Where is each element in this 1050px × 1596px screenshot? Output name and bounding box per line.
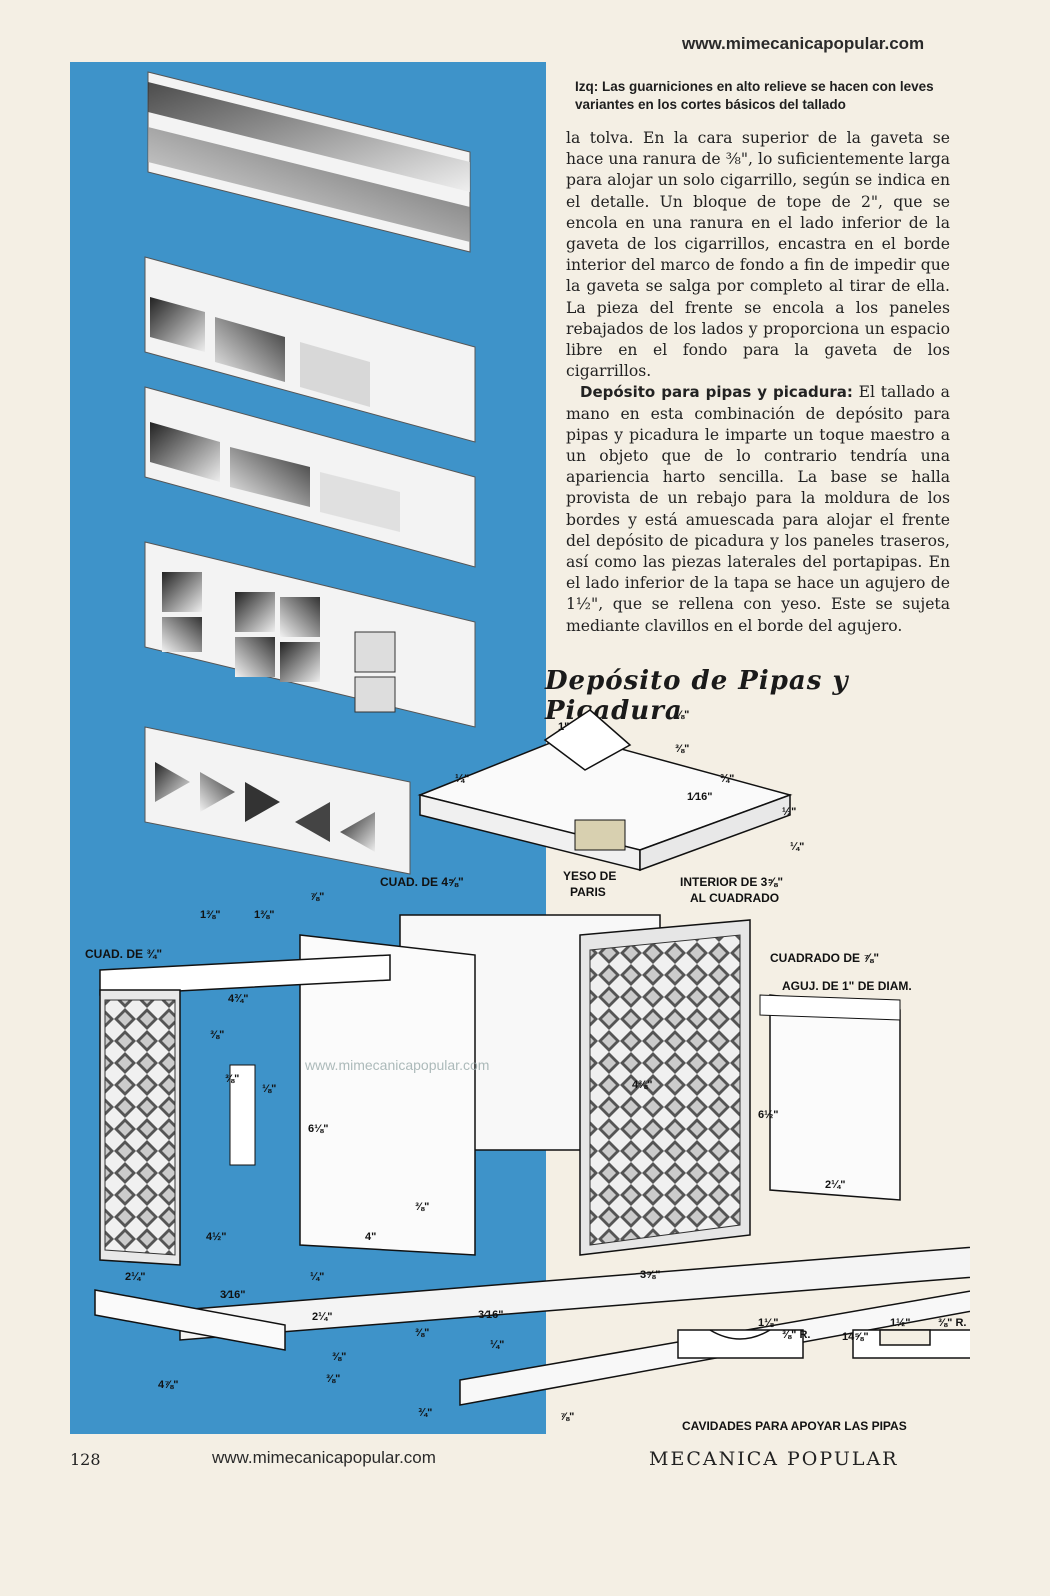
article-body: la tolva. En la cara superior de la gave… — [566, 128, 950, 637]
paragraph-1: la tolva. En la cara superior de la gave… — [566, 129, 950, 381]
left-pipe-holder — [99, 954, 391, 1266]
dim-28: ⅜" — [415, 1327, 429, 1339]
dim-27: 2¼" — [312, 1311, 333, 1323]
dim-34: 1½" — [890, 1317, 911, 1329]
dim-14: ⅜" — [225, 1073, 239, 1085]
dim-13: ⅜" — [210, 1029, 224, 1041]
dim-16: 6⅛" — [308, 1123, 329, 1135]
dim-3: ⅜" — [675, 743, 689, 755]
dim-40: ⅞" — [560, 1411, 574, 1423]
dim-20: ⅜" — [415, 1201, 429, 1213]
dim-30: 14⅝" — [842, 1331, 869, 1343]
dim-9: 1⅜" — [200, 909, 221, 921]
dim-7: ½" — [782, 806, 796, 818]
figure-caption: Izq: Las guarniciones en alto relieve se… — [575, 79, 934, 112]
front-carved-panel — [579, 919, 751, 1256]
dim-11: ⅞" — [310, 891, 324, 903]
lid-drawing — [417, 709, 793, 872]
dim-37: ⅜" — [326, 1373, 340, 1385]
dim-2: ⅛" — [675, 709, 689, 721]
page-number: 128 — [70, 1450, 101, 1469]
dim-5: ¼" — [455, 773, 469, 785]
dim-38: 4⅞" — [158, 1379, 179, 1391]
dim-12: 4¾" — [228, 993, 249, 1005]
carving-strip-5 — [144, 726, 411, 875]
label-paris: PARIS — [570, 885, 606, 899]
dim-39: ¾" — [418, 1407, 432, 1419]
label-interior-2: AL CUADRADO — [690, 891, 779, 905]
label-cuad-34: CUAD. DE ¾" — [85, 947, 162, 961]
carving-strip-3 — [144, 386, 476, 568]
dim-8: ¼" — [790, 841, 804, 853]
header-site-url: www.mimecanicapopular.com — [682, 34, 925, 53]
dim-6: 1⁄16" — [687, 791, 712, 803]
dim-17: 4⅜" — [632, 1079, 653, 1091]
dim-21: 4" — [365, 1231, 376, 1243]
dim-29: 3⁄16" — [478, 1309, 503, 1321]
pipe-cavity-profiles — [677, 1329, 970, 1359]
label-cuadrado-78: CUADRADO DE ⅞" — [770, 951, 879, 965]
label-interior-1: INTERIOR DE 3⅝" — [680, 875, 783, 889]
dim-1: 1" — [558, 721, 569, 733]
dim-19: 2¼" — [825, 1179, 846, 1191]
dim-10: 1⅜" — [254, 909, 275, 921]
dim-4: ¾" — [720, 773, 734, 785]
dim-26: 3⅝" — [640, 1269, 661, 1281]
dim-33: ⅜" R. — [782, 1329, 810, 1341]
right-pipe-holder — [759, 994, 901, 1201]
dim-31: ¼" — [490, 1339, 504, 1351]
dim-15: ⅛" — [262, 1083, 276, 1095]
watermark: www.mimecanicapopular.com — [304, 1057, 489, 1073]
label-yeso: YESO DE — [563, 869, 616, 883]
label-cavidades: CAVIDADES PARA APOYAR LAS PIPAS — [682, 1419, 907, 1433]
label-aguj: AGUJ. DE 1" DE DIAM. — [782, 979, 912, 993]
carving-samples-illustration — [144, 71, 476, 875]
paragraph-2-heading: Depósito para pipas y picadura: — [580, 383, 853, 402]
dim-32: 1⅛" — [758, 1317, 779, 1329]
carving-strip-1 — [147, 71, 471, 253]
carving-strip-4 — [144, 541, 476, 728]
magazine-name: MECANICA POPULAR — [649, 1448, 899, 1470]
dim-22: 4½" — [206, 1231, 227, 1243]
paragraph-2-text: El tallado a mano en esta combinación de… — [566, 383, 950, 635]
label-cuad-lid: CUAD. DE 4⅝" — [380, 875, 464, 889]
dim-36: ⅜" — [332, 1351, 346, 1363]
diagram-title: Depósito de Pipas y Picadura — [545, 666, 849, 726]
left-side-panel — [299, 934, 476, 1256]
paragraph-2: Depósito para pipas y picadura: El talla… — [566, 382, 950, 636]
footer-site-url: www.mimecanicapopular.com — [212, 1448, 436, 1467]
carving-strip-2 — [144, 256, 476, 443]
construction-diagram: YESO DE PARIS CUAD. DE 4⅝" INTERIOR DE 3… — [70, 709, 970, 1433]
dim-25: ¼" — [310, 1271, 324, 1283]
dim-23: 2¼" — [125, 1271, 146, 1283]
dim-35: ⅜" R. — [938, 1317, 966, 1329]
dim-24: 3⁄16" — [220, 1289, 245, 1301]
dim-18: 6½" — [758, 1109, 779, 1121]
